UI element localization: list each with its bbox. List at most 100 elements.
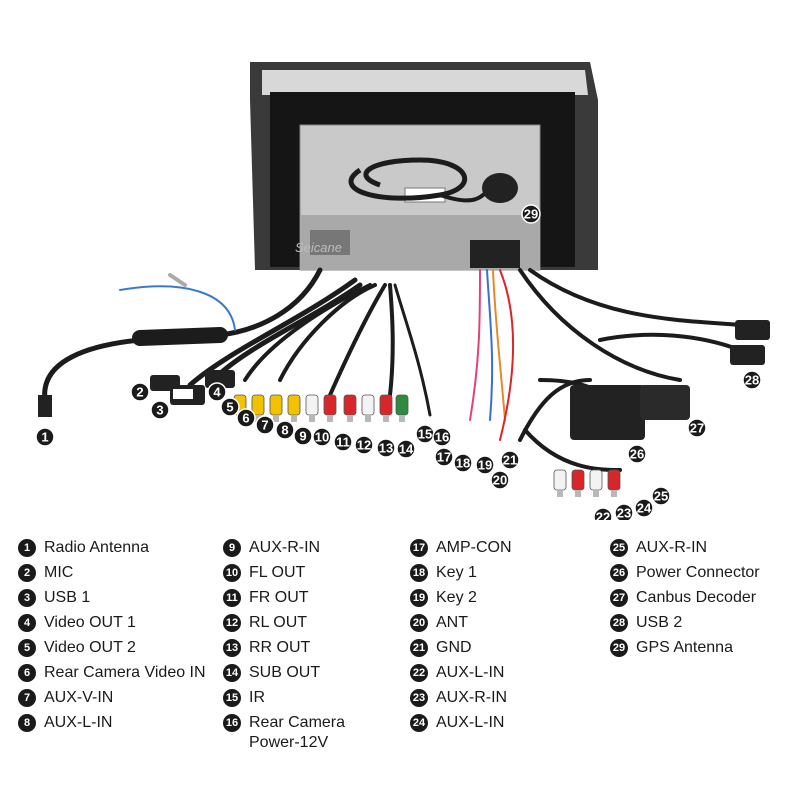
callout-number: 22 (596, 510, 610, 521)
legend-badge: 28 (610, 614, 628, 632)
legend-badge: 9 (223, 539, 241, 557)
legend-badge: 14 (223, 664, 241, 682)
legend-label: GPS Antenna (636, 639, 733, 656)
rca-plug (571, 469, 585, 497)
callout-27: 27 (687, 418, 707, 438)
rca-plug (361, 394, 375, 422)
callout-3: 3 (150, 400, 170, 420)
legend-item-5: 5 Video OUT 2 (18, 638, 206, 658)
legend-label: FR OUT (249, 589, 309, 606)
rca-plug (343, 394, 357, 422)
callout-number: 10 (315, 430, 329, 445)
rca-plug (607, 469, 621, 497)
callout-number: 15 (418, 427, 432, 442)
callout-number: 6 (242, 411, 249, 426)
legend-label: FL OUT (249, 564, 306, 581)
callout-18: 18 (453, 453, 473, 473)
legend-label: AUX-R-IN (636, 539, 708, 556)
legend-label: Rear Camera Video IN (44, 664, 206, 681)
callout-23: 23 (614, 503, 634, 520)
callout-number: 13 (379, 441, 393, 456)
legend-badge: 12 (223, 614, 241, 632)
legend-badge: 15 (223, 689, 241, 707)
callout-10: 10 (312, 427, 332, 447)
callout-number: 3 (156, 403, 163, 418)
legend-label: AUX-L-IN (44, 714, 113, 731)
callout-number: 17 (437, 450, 451, 465)
watermark-text: Seicane (295, 240, 342, 255)
legend-label: AUX-V-IN (44, 689, 114, 706)
rca-plug (269, 394, 283, 422)
legend-badge: 10 (223, 564, 241, 582)
legend-badge: 17 (410, 539, 428, 557)
legend-item-28: 28 USB 2 (610, 613, 760, 633)
legend-label: AUX-R-IN (436, 689, 508, 706)
legend-label: USB 2 (636, 614, 683, 631)
legend-item-10: 10 FL OUT (223, 563, 345, 583)
legend-item-26: 26 Power Connector (610, 563, 760, 583)
legend-badge: 21 (410, 639, 428, 657)
legend-label: AUX-L-IN (436, 664, 505, 681)
callout-28: 28 (742, 370, 762, 390)
legend-badge: 20 (410, 614, 428, 632)
connector-bodies (38, 320, 770, 440)
legend-badge: 24 (410, 714, 428, 732)
callout-number: 16 (435, 430, 449, 445)
callout-number: 1 (41, 430, 48, 445)
legend-item-7: 7 AUX-V-IN (18, 688, 206, 708)
rca-plug (553, 469, 567, 497)
legend-badge: 22 (410, 664, 428, 682)
legend-label: Power Connector (636, 564, 760, 581)
legend-badge: 26 (610, 564, 628, 582)
callout-16: 16 (432, 427, 452, 447)
rca-plug-group (233, 394, 621, 497)
legend-badge: 11 (223, 589, 241, 607)
callout-number: 7 (261, 418, 268, 433)
legend-badge: 7 (18, 689, 36, 707)
head-unit (250, 62, 598, 271)
legend-badge: 8 (18, 714, 36, 732)
legend-label: Video OUT 2 (44, 639, 136, 656)
callout-number: 8 (281, 423, 288, 438)
rca-plug (395, 394, 409, 422)
legend-label: Key 1 (436, 564, 477, 581)
callout-15: 15 (415, 424, 435, 444)
callout-number: 5 (226, 400, 233, 415)
legend-badge: 27 (610, 589, 628, 607)
callout-11: 11 (333, 432, 353, 452)
callout-20: 20 (490, 470, 510, 490)
legend-label: Radio Antenna (44, 539, 149, 556)
callout-29: 29 (521, 204, 541, 224)
legend-badge: 2 (18, 564, 36, 582)
callout-6: 6 (236, 408, 256, 428)
legend-badge: 4 (18, 614, 36, 632)
legend-badge: 29 (610, 639, 628, 657)
legend-label: AUX-L-IN (436, 714, 505, 731)
callout-number: 27 (690, 421, 704, 436)
legend-item-29: 29 GPS Antenna (610, 638, 760, 658)
callout-number: 14 (399, 442, 414, 457)
legend-label: USB 1 (44, 589, 91, 606)
legend-item-24: 24 AUX-L-IN (410, 713, 512, 733)
callout-number: 18 (456, 456, 470, 471)
gps-antenna-assembly (348, 157, 518, 203)
callout-1: 1 (35, 427, 55, 447)
callout-5: 5 (220, 397, 240, 417)
legend-badge: 6 (18, 664, 36, 682)
callout-4: 4 (207, 382, 227, 402)
callout-22: 22 (593, 507, 613, 521)
legend-badge: 5 (18, 639, 36, 657)
